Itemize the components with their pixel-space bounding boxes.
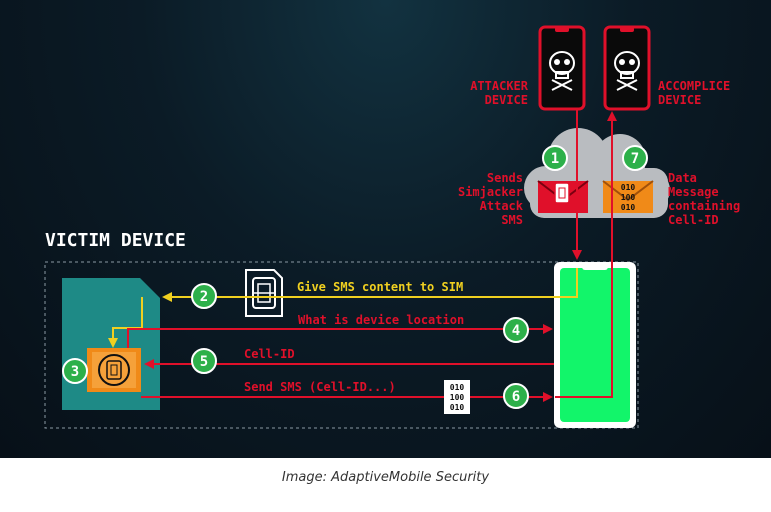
device-location-label: What is device location <box>298 313 464 327</box>
svg-text:7: 7 <box>631 151 639 167</box>
svg-text:3: 3 <box>71 364 79 380</box>
cell-id-label: Cell-ID <box>244 347 295 361</box>
exfil-arrow <box>555 111 617 398</box>
accomplice-label-line2: DEVICE <box>658 93 701 107</box>
victim-phone <box>554 262 636 428</box>
attacker-label-line2: DEVICE <box>485 93 528 107</box>
step-6: 6 <box>503 383 529 409</box>
send-sms-label: Send SMS (Cell-ID...) <box>244 380 396 394</box>
step-5: 5 <box>191 348 217 374</box>
binary-badge: 010 100 010 <box>444 380 470 414</box>
accomplice-phone <box>603 25 651 111</box>
victim-device-frame <box>44 261 639 429</box>
victim-device-title: VICTIM DEVICE <box>45 230 186 251</box>
device-location-arrow <box>127 324 553 348</box>
sms-envelope-icon <box>537 180 589 213</box>
accomplice-label-line1: ACCOMPLICE <box>658 79 730 93</box>
envelope-binary-3: 010 <box>621 203 636 212</box>
svg-text:2: 2 <box>200 289 208 305</box>
skull-icon <box>614 51 640 91</box>
step-3: 3 <box>62 358 88 384</box>
sends-label-line1: Sends <box>487 171 523 185</box>
sends-label-line3: Attack <box>480 199 524 213</box>
data-label-line2: Message <box>668 185 719 199</box>
diagram-canvas: ATTACKER DEVICE ACCOMPLICE DEVICE 010 10… <box>0 0 771 458</box>
svg-text:1: 1 <box>551 151 559 167</box>
binary-line-2: 100 <box>450 393 465 402</box>
give-sms-arrow <box>162 268 578 302</box>
skull-icon <box>549 51 575 91</box>
svg-text:6: 6 <box>512 389 520 405</box>
data-label-line3: containing <box>668 199 740 213</box>
diagram-svg: ATTACKER DEVICE ACCOMPLICE DEVICE 010 10… <box>44 25 740 429</box>
sends-label-line4: SMS <box>501 213 523 227</box>
image-caption: Image: AdaptiveMobile Security <box>281 470 490 485</box>
binary-line-3: 010 <box>450 403 465 412</box>
data-label-line1: Data <box>668 171 697 185</box>
svg-text:4: 4 <box>512 323 520 339</box>
attacker-label-line1: ATTACKER <box>470 79 529 93</box>
envelope-binary-1: 010 <box>621 183 636 192</box>
binary-line-1: 010 <box>450 383 465 392</box>
step-4: 4 <box>503 317 529 343</box>
sim-chip-icon <box>245 269 283 317</box>
data-label-line4: Cell-ID <box>668 213 719 227</box>
step-7: 7 <box>622 145 648 171</box>
sim-card <box>62 278 160 410</box>
envelope-binary-2: 100 <box>621 193 636 202</box>
sends-label-line2: Simjacker <box>458 185 523 199</box>
data-envelope-icon: 010 100 010 <box>602 180 654 213</box>
step-1: 1 <box>542 145 568 171</box>
give-sms-label: Give SMS content to SIM <box>297 280 463 294</box>
attacker-phone <box>538 25 586 111</box>
svg-text:5: 5 <box>200 354 208 370</box>
step-2: 2 <box>191 283 217 309</box>
